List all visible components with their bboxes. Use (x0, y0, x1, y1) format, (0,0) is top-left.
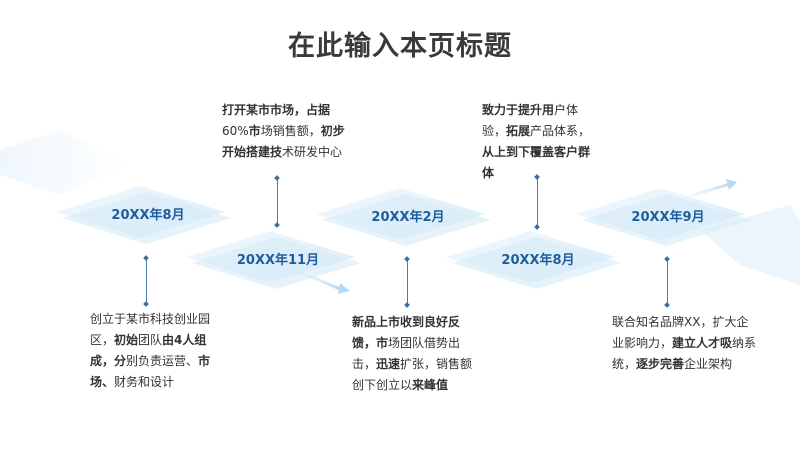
tile-5 (576, 188, 751, 246)
desc-run: 企业架构 (684, 357, 733, 371)
desc-run: 拓展 (506, 124, 531, 138)
arrow-2 (679, 179, 737, 201)
desc-run: 由4人组成， (90, 333, 207, 368)
desc-run: 团队 (138, 333, 163, 347)
desc-run: 分 (114, 354, 127, 368)
milestone-date-4: 20XX年8月 (501, 253, 575, 268)
desc-run: 市 (376, 336, 389, 350)
milestone-date-5: 20XX年9月 (631, 210, 705, 225)
milestone-desc-1: 创立于某市科技创业园区，初始团队由4人组成，分别负责运营、市场、财务和设计 (90, 309, 214, 393)
desc-run: 扩张，销售额创下创立以 (352, 357, 473, 392)
desc-run: 占据 (306, 103, 331, 117)
connector-line-5 (667, 260, 668, 306)
desc-run: 初始 (114, 333, 139, 347)
connector-line-2 (277, 178, 278, 226)
desc-run: 打开某市市场， (222, 103, 307, 117)
desc-run: 创立于某市科技创业园区， (90, 312, 211, 347)
desc-run: 致力于提升用 (482, 103, 555, 117)
milestone-date-3: 20XX年2月 (371, 210, 445, 225)
milestone-desc-5: 联合知名品牌XX，扩大企业影响力，建立人才吸纳系统，逐步完善企业架构 (612, 312, 760, 375)
arrow-1 (289, 266, 350, 294)
desc-run: 来峰值 (412, 378, 449, 392)
desc-run: 建立人才 (672, 336, 721, 350)
connector-line-3 (407, 260, 408, 306)
desc-run: 客户群体 (482, 145, 591, 180)
tile-4 (446, 231, 621, 289)
desc-run: 发中心 (306, 145, 343, 159)
left-faint-shape (0, 130, 130, 195)
desc-run: 联合知名品牌XX，扩大企业影响力， (612, 315, 749, 350)
connector-line-4 (537, 178, 538, 228)
milestone-desc-2: 打开某市市场，占据 60%市场销售额，初步开始搭建技术研发中心 (222, 100, 348, 163)
desc-run: 市 (248, 124, 261, 138)
milestone-desc-4: 致力于提升用户体验，拓展产品体系， 从上到下覆盖客户群体 (482, 100, 598, 184)
desc-run: 60% (222, 124, 249, 138)
desc-run: 纳系统， (612, 336, 757, 371)
milestone-desc-3: 新品上市收到良好反馈，市场团队借势出击，迅速扩张，销售额创下创立以来峰值 (352, 312, 474, 396)
tile-3 (316, 188, 491, 246)
page-title: 在此输入本页标题 (288, 31, 512, 62)
desc-run: 从上到下覆盖 (482, 145, 555, 159)
desc-run: 财务和设计 (114, 375, 175, 389)
connector-line-1 (146, 259, 147, 305)
milestone-date-1: 20XX年8月 (111, 208, 185, 223)
desc-run: 迅速 (376, 357, 401, 371)
desc-run: 吸 (720, 336, 733, 350)
desc-run: 逐步完善 (636, 357, 685, 371)
desc-run: 新品上市收到良好反馈， (352, 315, 461, 350)
desc-run: 场销售额， (260, 124, 321, 138)
milestone-date-2: 20XX年11月 (236, 253, 320, 268)
desc-run: 别负责运营、 (126, 354, 199, 368)
desc-run: 初步开始搭建技 (222, 124, 345, 159)
desc-run: 产品体系， (530, 124, 591, 138)
desc-run: 市场、 (90, 354, 211, 389)
desc-run: 术研 (282, 145, 307, 159)
desc-run: 户体验， (482, 103, 579, 138)
tile-2 (186, 231, 361, 289)
desc-run: 场团队借势出击， (352, 336, 461, 371)
tile-1 (56, 186, 231, 244)
